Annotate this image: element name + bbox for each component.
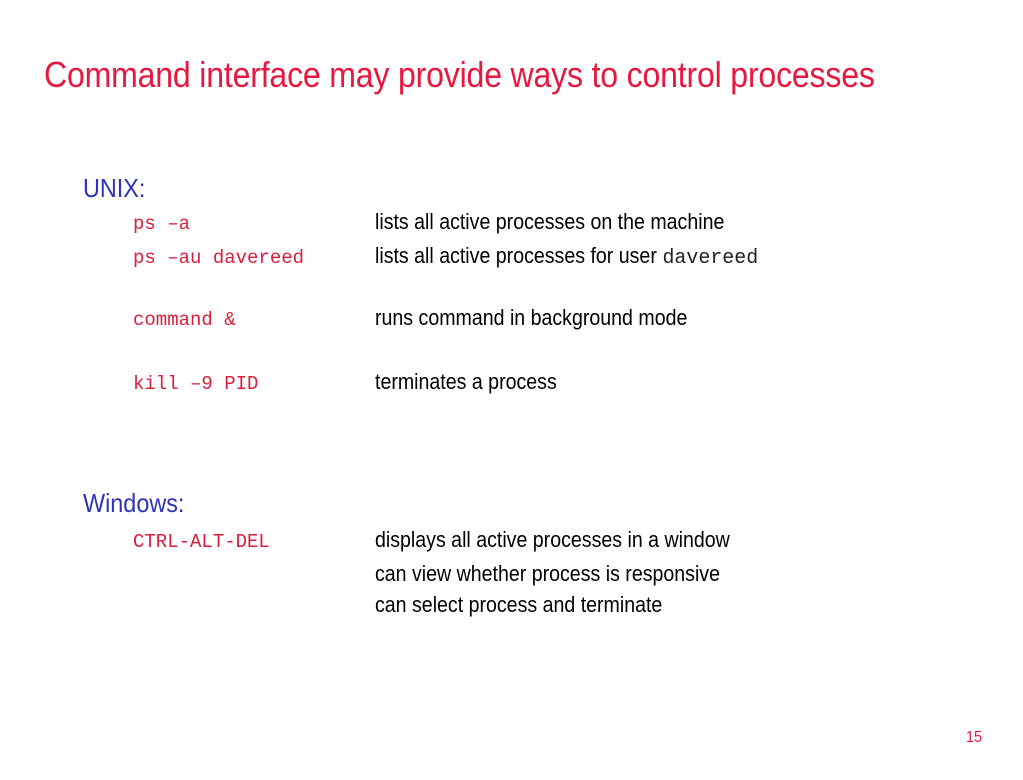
unix-description-ps-au-user: davereed (662, 247, 758, 270)
unix-description-ps-au-text: lists all active processes for user (375, 243, 663, 268)
unix-description-ps-au: lists all active processes for user dave… (375, 243, 758, 270)
unix-command-background: command & (133, 309, 236, 331)
windows-command: CTRL-ALT-DEL (133, 531, 270, 553)
windows-description-1: displays all active processes in a windo… (375, 527, 730, 552)
page-number: 15 (966, 729, 983, 746)
windows-description-3: can select process and terminate (375, 592, 663, 617)
windows-description-2: can view whether process is responsive (375, 561, 720, 586)
unix-description-kill: terminates a process (375, 369, 557, 394)
unix-description-background: runs command in background mode (375, 305, 688, 330)
windows-heading: Windows: (83, 488, 185, 518)
unix-command-ps-au: ps –au davereed (133, 247, 305, 269)
unix-command-ps-a: ps –a (133, 213, 191, 235)
unix-heading: UNIX: (83, 173, 146, 203)
slide-title: Command interface may provide ways to co… (44, 54, 875, 95)
unix-command-kill: kill –9 PID (133, 373, 259, 395)
unix-description-ps-a: lists all active processes on the machin… (375, 209, 725, 234)
